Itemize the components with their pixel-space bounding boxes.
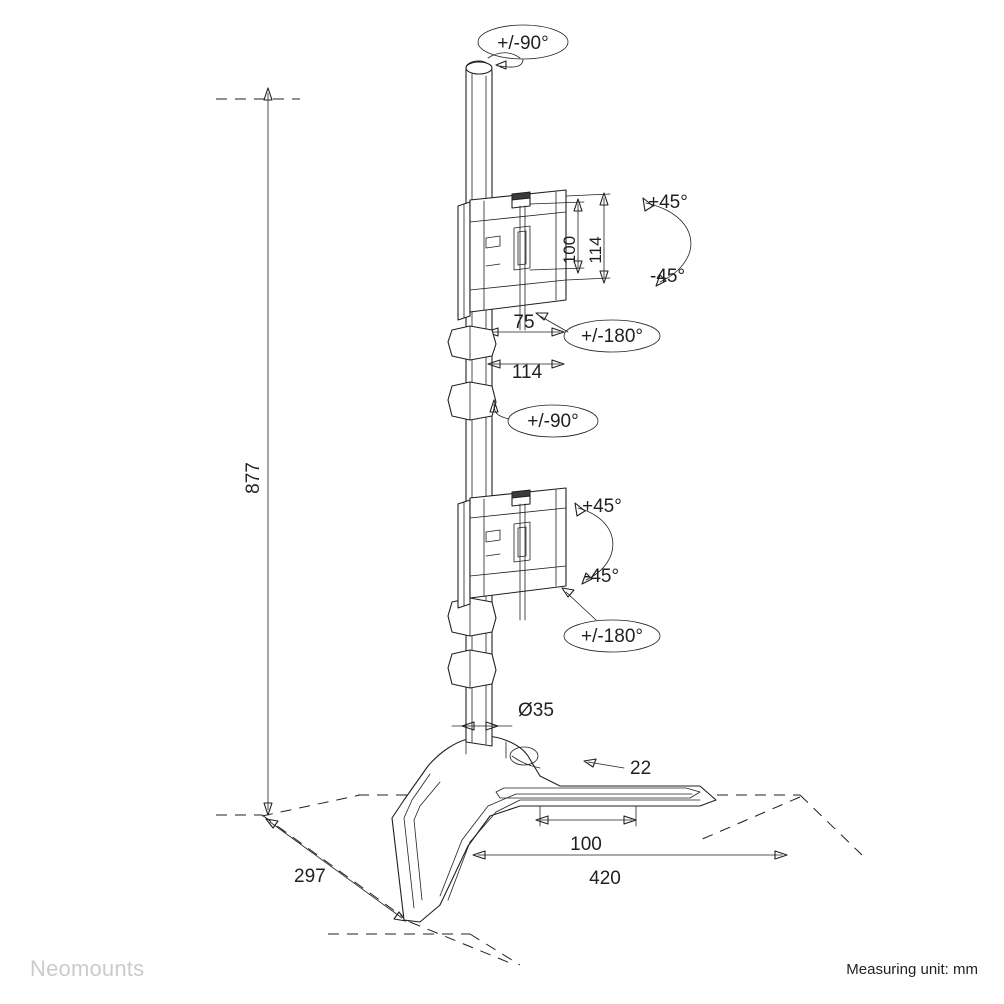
upper-tilt-arc: +45° -45° xyxy=(642,192,692,287)
label-upper-tilt-plus: +45° xyxy=(648,192,688,213)
top-rotation-callout: +/-90° xyxy=(477,24,569,70)
measuring-unit-note: Measuring unit: mm xyxy=(846,961,978,978)
dimension-114-plate: 114 xyxy=(487,359,565,383)
dimension-diameter-35: Ø35 xyxy=(451,700,554,731)
dimension-114-vesa: 114 xyxy=(565,192,611,284)
label-base-thickness: 22 xyxy=(630,758,651,779)
stand-base xyxy=(391,735,717,923)
mid-rotation-callout: +/-90° xyxy=(489,399,599,438)
dimension-100-vesa: 100 xyxy=(529,198,585,274)
label-base-width: 420 xyxy=(589,868,621,889)
dimension-22: 22 xyxy=(583,758,651,779)
brand-logo: Neomounts xyxy=(30,956,145,981)
cable-clips xyxy=(447,325,497,689)
dimension-75: 75 xyxy=(485,312,565,337)
upper-swivel-callout: +/-180° xyxy=(535,312,661,353)
label-height-114: 114 xyxy=(512,362,543,383)
dimension-100-base: 100 xyxy=(535,799,637,855)
label-width-75: 75 xyxy=(513,312,534,333)
lower-monitor-plate xyxy=(457,487,567,621)
ground-plane-guides xyxy=(216,98,863,966)
label-upper-swivel: +/-180° xyxy=(581,326,643,347)
label-pole-diameter: Ø35 xyxy=(518,700,554,721)
dimension-297: 297 xyxy=(265,818,407,922)
label-mid-rotation: +/-90° xyxy=(527,411,578,432)
label-top-rotation: +/-90° xyxy=(497,33,548,54)
label-upper-vesa-114: 114 xyxy=(586,236,605,263)
label-upper-tilt-minus: -45° xyxy=(650,266,685,287)
label-upper-vesa-100: 100 xyxy=(560,236,579,264)
upper-monitor-plate xyxy=(457,189,567,331)
lower-swivel-callout: +/-180° xyxy=(561,587,661,653)
label-lower-tilt-plus: +45° xyxy=(582,496,622,517)
label-total-height: 877 xyxy=(243,462,264,494)
lower-tilt-arc: +45° -45° xyxy=(574,496,622,587)
dimension-420: 420 xyxy=(472,850,788,889)
dimension-877: 877 xyxy=(243,87,273,816)
label-lower-swivel: +/-180° xyxy=(581,626,643,647)
label-base-depth: 297 xyxy=(294,866,326,887)
label-lower-tilt-minus: -45° xyxy=(584,566,619,587)
label-base-inner: 100 xyxy=(570,834,602,855)
